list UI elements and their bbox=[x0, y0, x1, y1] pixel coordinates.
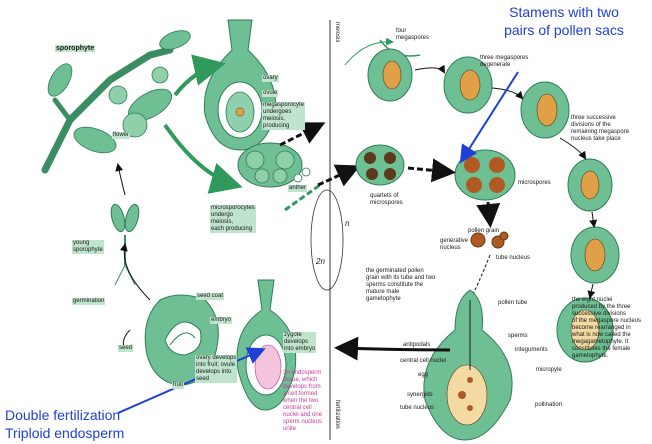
label-generative-nucleus: generative nucleus bbox=[440, 238, 468, 252]
pistil-illustration bbox=[424, 290, 512, 440]
label-pollen-tube: pollen tube bbox=[498, 300, 527, 307]
label-ovule: ovule bbox=[262, 90, 278, 97]
label-microspores: microspores bbox=[518, 180, 551, 187]
label-n: n bbox=[345, 220, 349, 227]
label-three-divisions: three successive divisions of the remain… bbox=[571, 115, 629, 143]
label-megasporocyte: megasporocyte undergoes meiosis, produci… bbox=[262, 102, 305, 130]
label-pollination: pollination bbox=[535, 402, 562, 409]
label-sporophyte: sporophyte bbox=[55, 45, 95, 52]
microspore-quartets bbox=[356, 145, 515, 222]
label-pollen-grain: pollen grain bbox=[468, 228, 499, 235]
label-2n: 2n bbox=[316, 258, 325, 265]
label-tube-nucleus-top: tube nucleus bbox=[496, 255, 530, 262]
label-microsporocytes: microsporocytes undergo meiosis, each pr… bbox=[210, 205, 256, 233]
sporophyte-up-arrow bbox=[118, 165, 125, 195]
label-germinated: the germinated pollen grain with its tub… bbox=[366, 268, 435, 303]
label-fruit: fruit bbox=[172, 382, 184, 389]
label-eight-nuclei: the eight nuclei produced by the three s… bbox=[572, 297, 652, 360]
label-germination: germination bbox=[72, 298, 105, 305]
label-zygote: zygote develops into embryo bbox=[283, 332, 316, 353]
label-central-cell: central cell nuclei bbox=[400, 358, 446, 365]
label-flower: flower bbox=[112, 132, 130, 139]
label-integuments: integuments bbox=[515, 347, 548, 354]
label-antipodals: antipodals bbox=[403, 342, 430, 349]
label-ovary: ovary bbox=[262, 75, 279, 82]
label-meiosis: meiosis bbox=[334, 22, 340, 42]
label-three-degenerate: three megaspores degenerate bbox=[480, 55, 528, 69]
ploidy-oval bbox=[311, 190, 343, 290]
label-anther: anther bbox=[288, 185, 307, 192]
label-endosperm: 3n endosperm tissue, which develops from… bbox=[283, 370, 322, 433]
double-fertilization-callout: Double fertilization Triploid endosperm bbox=[5, 406, 124, 442]
anther-illustration bbox=[238, 143, 310, 187]
label-tube-nucleus-bottom: tube nucleus bbox=[400, 405, 434, 412]
microspore-dashed-arrow bbox=[318, 168, 355, 185]
label-synergids: synergids bbox=[407, 392, 433, 399]
seed-to-sporophyte-arrow bbox=[124, 245, 150, 300]
label-micropyle: micropyle bbox=[536, 367, 562, 374]
label-quartets: quartets of microspores bbox=[370, 193, 403, 207]
label-young-sporophyte: young sporophyte bbox=[72, 240, 104, 254]
label-egg: egg bbox=[418, 372, 428, 379]
young-sporophyte-illustration bbox=[109, 203, 142, 285]
label-four-megaspores: four megaspores bbox=[396, 28, 429, 42]
fertilization-arrow bbox=[340, 348, 450, 350]
label-fertilization: fertilization bbox=[334, 400, 340, 429]
stamens-callout: Stamens with two pairs of pollen sacs bbox=[475, 3, 652, 39]
label-seed-coat: seed coat bbox=[196, 293, 224, 300]
label-embryo: embryo bbox=[210, 317, 232, 324]
label-seed: seed bbox=[118, 345, 133, 352]
label-sperms: sperms bbox=[508, 333, 528, 340]
label-ovary-develops: ovary develops into fruit; ovule develop… bbox=[195, 355, 237, 383]
ovary-illustration bbox=[204, 20, 275, 150]
